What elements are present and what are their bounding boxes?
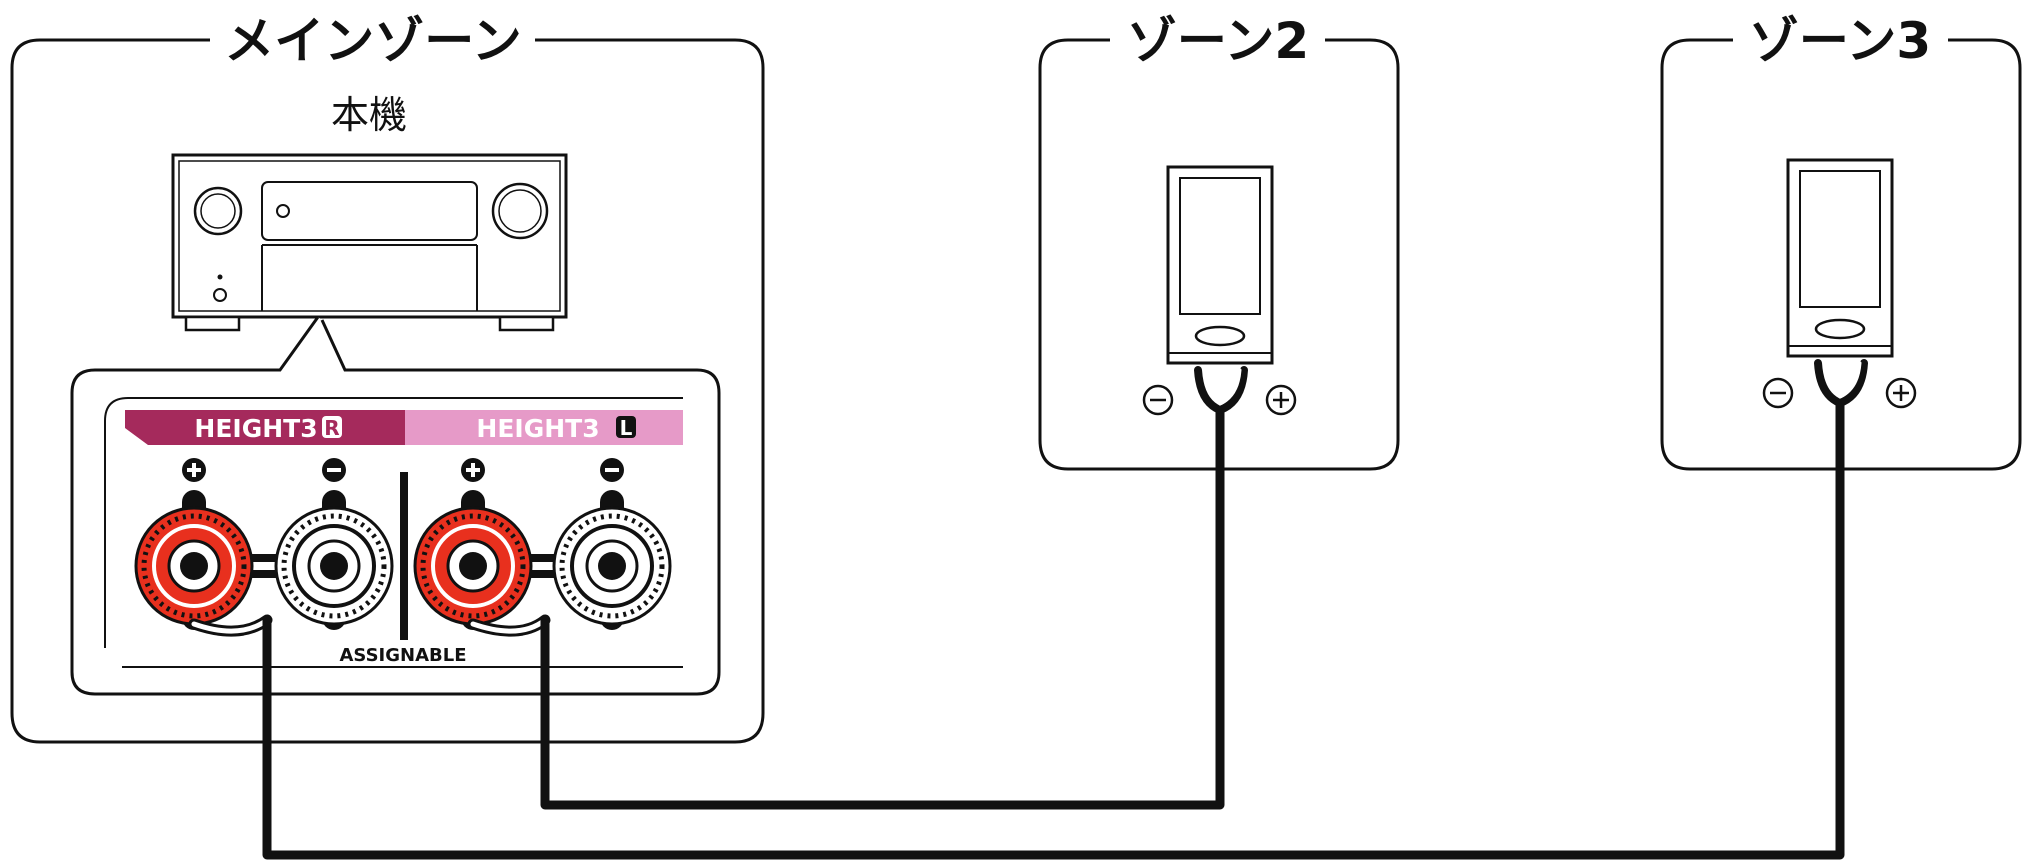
height3-r-label: HEIGHT3 — [194, 414, 317, 443]
speaker-cables — [188, 359, 1868, 860]
zone2-speaker — [1142, 165, 1297, 416]
right-knob-icon — [491, 182, 549, 240]
main-zone-title: メインゾーン — [224, 12, 522, 70]
receiver-unit: 本機 — [171, 93, 568, 332]
terminal-l-plus — [413, 458, 533, 630]
r-badge: R — [324, 416, 339, 440]
height3-l-label: HEIGHT3 — [476, 414, 599, 443]
terminal-l-minus — [552, 458, 672, 630]
zone2-title: ゾーン2 — [1127, 12, 1309, 70]
minus-icon — [1762, 377, 1794, 409]
minus-icon — [322, 458, 346, 482]
main-zone-frame: メインゾーン — [10, 12, 765, 744]
plus-icon — [182, 458, 206, 482]
minus-icon — [1142, 384, 1174, 416]
assignable-label: ASSIGNABLE — [339, 645, 466, 666]
minus-icon — [600, 458, 624, 482]
terminal-r-minus — [274, 458, 394, 630]
plus-icon — [1885, 377, 1917, 409]
height3-r-band: HEIGHT3 R — [125, 410, 405, 445]
left-knob-icon — [193, 186, 243, 236]
plus-icon — [461, 458, 485, 482]
plus-icon — [1265, 384, 1297, 416]
zone3-title: ゾーン3 — [1749, 12, 1931, 70]
l-badge: L — [620, 416, 633, 440]
height3-l-band: HEIGHT3 L — [405, 410, 683, 445]
unit-label: 本機 — [331, 93, 407, 137]
terminal-r-plus — [134, 458, 254, 630]
zone3-speaker — [1762, 158, 1917, 409]
